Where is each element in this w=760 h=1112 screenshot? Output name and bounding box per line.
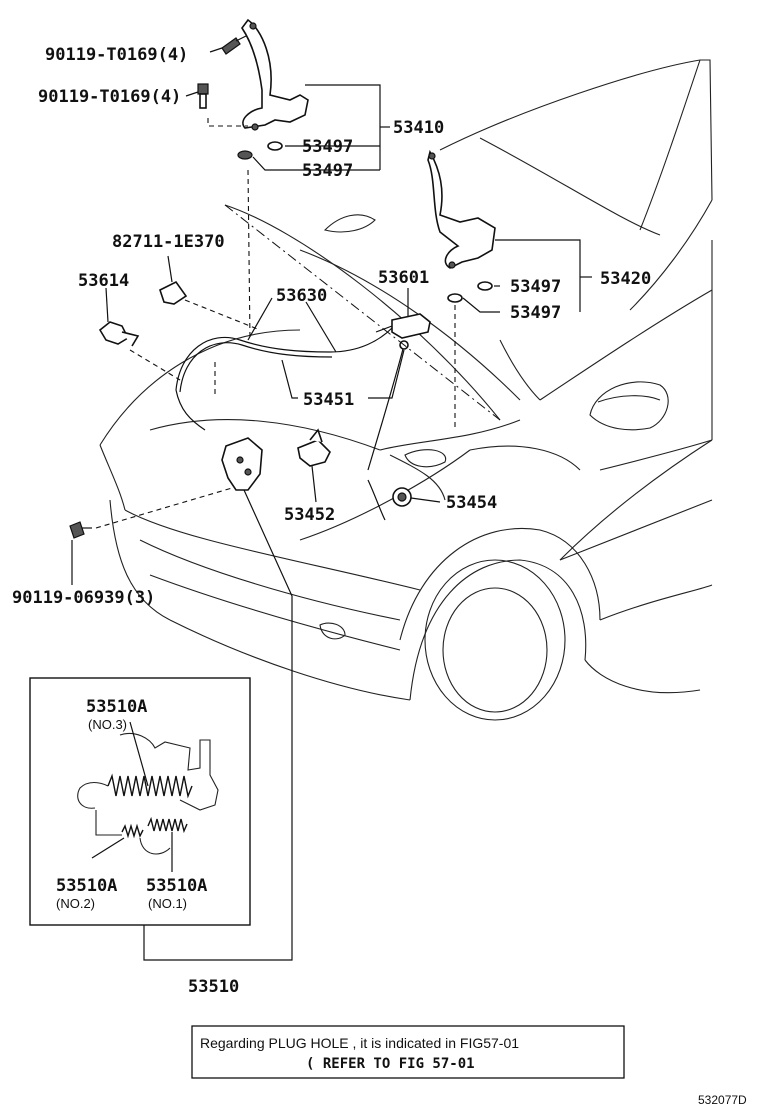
figure-code: 532077D	[698, 1093, 747, 1107]
callout-washer-d: 53497	[510, 303, 561, 323]
inset-part-right-sub: (NO.1)	[148, 896, 187, 911]
callout-clip-82711: 82711-1E370	[112, 232, 225, 252]
inset-part-left: 53510A	[56, 876, 117, 896]
inset-part-top-sub: (NO.3)	[88, 717, 127, 732]
cushion-53454-icon	[392, 487, 412, 507]
callout-cushion: 53454	[446, 493, 497, 513]
washer-53497-b-icon	[447, 281, 493, 303]
spring-no2-icon	[121, 823, 144, 839]
callout-washer-b: 53497	[302, 161, 353, 181]
callout-support-rod: 53601	[378, 268, 429, 288]
release-cable-53630	[175, 327, 393, 431]
callout-lock-bolt: 90119-06939(3)	[12, 588, 155, 608]
spring-no3-icon	[107, 773, 193, 799]
callout-washer-c: 53497	[510, 277, 561, 297]
hood-hinge-53410	[241, 18, 309, 131]
inset-part-top: 53510A	[86, 697, 147, 717]
callout-bolt-upper: 90119-T0169(4)	[45, 45, 188, 65]
callout-cable-assy: 53510	[188, 977, 239, 997]
reference-note: Regarding PLUG HOLE , it is indicated in…	[191, 1025, 625, 1079]
callout-washer-a: 53497	[302, 137, 353, 157]
callout-lock-support: 53452	[284, 505, 335, 525]
callout-hinge-rh: 53420	[600, 269, 651, 289]
note-frame	[191, 1025, 625, 1079]
bolt-lower-icon	[197, 83, 209, 109]
bolt-upper-icon	[221, 35, 247, 55]
inset-part-right: 53510A	[146, 876, 207, 896]
callout-clip-53614: 53614	[78, 271, 129, 291]
clip-53614-icon	[98, 321, 140, 347]
inset-part-left-sub: (NO.2)	[56, 896, 95, 911]
lock-support-53452	[297, 428, 331, 467]
callout-prop-rod: 53451	[303, 390, 354, 410]
callout-bolt-lower: 90119-T0169(4)	[38, 87, 181, 107]
hood-lock-assy	[221, 437, 263, 491]
lock-bolt-icon	[69, 521, 92, 539]
inset-frame	[29, 677, 251, 926]
note-line-2: ( REFER TO FIG 57-01	[306, 1056, 475, 1072]
hood-hinge-53420	[427, 149, 496, 269]
leader-lines	[71, 47, 592, 961]
washer-53497-a-icon	[237, 141, 283, 160]
car-body-outline	[99, 59, 713, 721]
clip-82711-icon	[159, 280, 188, 305]
spring-no1-icon	[147, 816, 188, 834]
assembly-lines	[95, 118, 501, 529]
note-line-1: Regarding PLUG HOLE , it is indicated in…	[200, 1035, 519, 1051]
cable-inset: 53510A (NO.3) 53510A (NO.2) 53510A (NO.1…	[29, 677, 251, 926]
callout-release-cable: 53630	[276, 286, 327, 306]
callout-hinge-lh: 53410	[393, 118, 444, 138]
